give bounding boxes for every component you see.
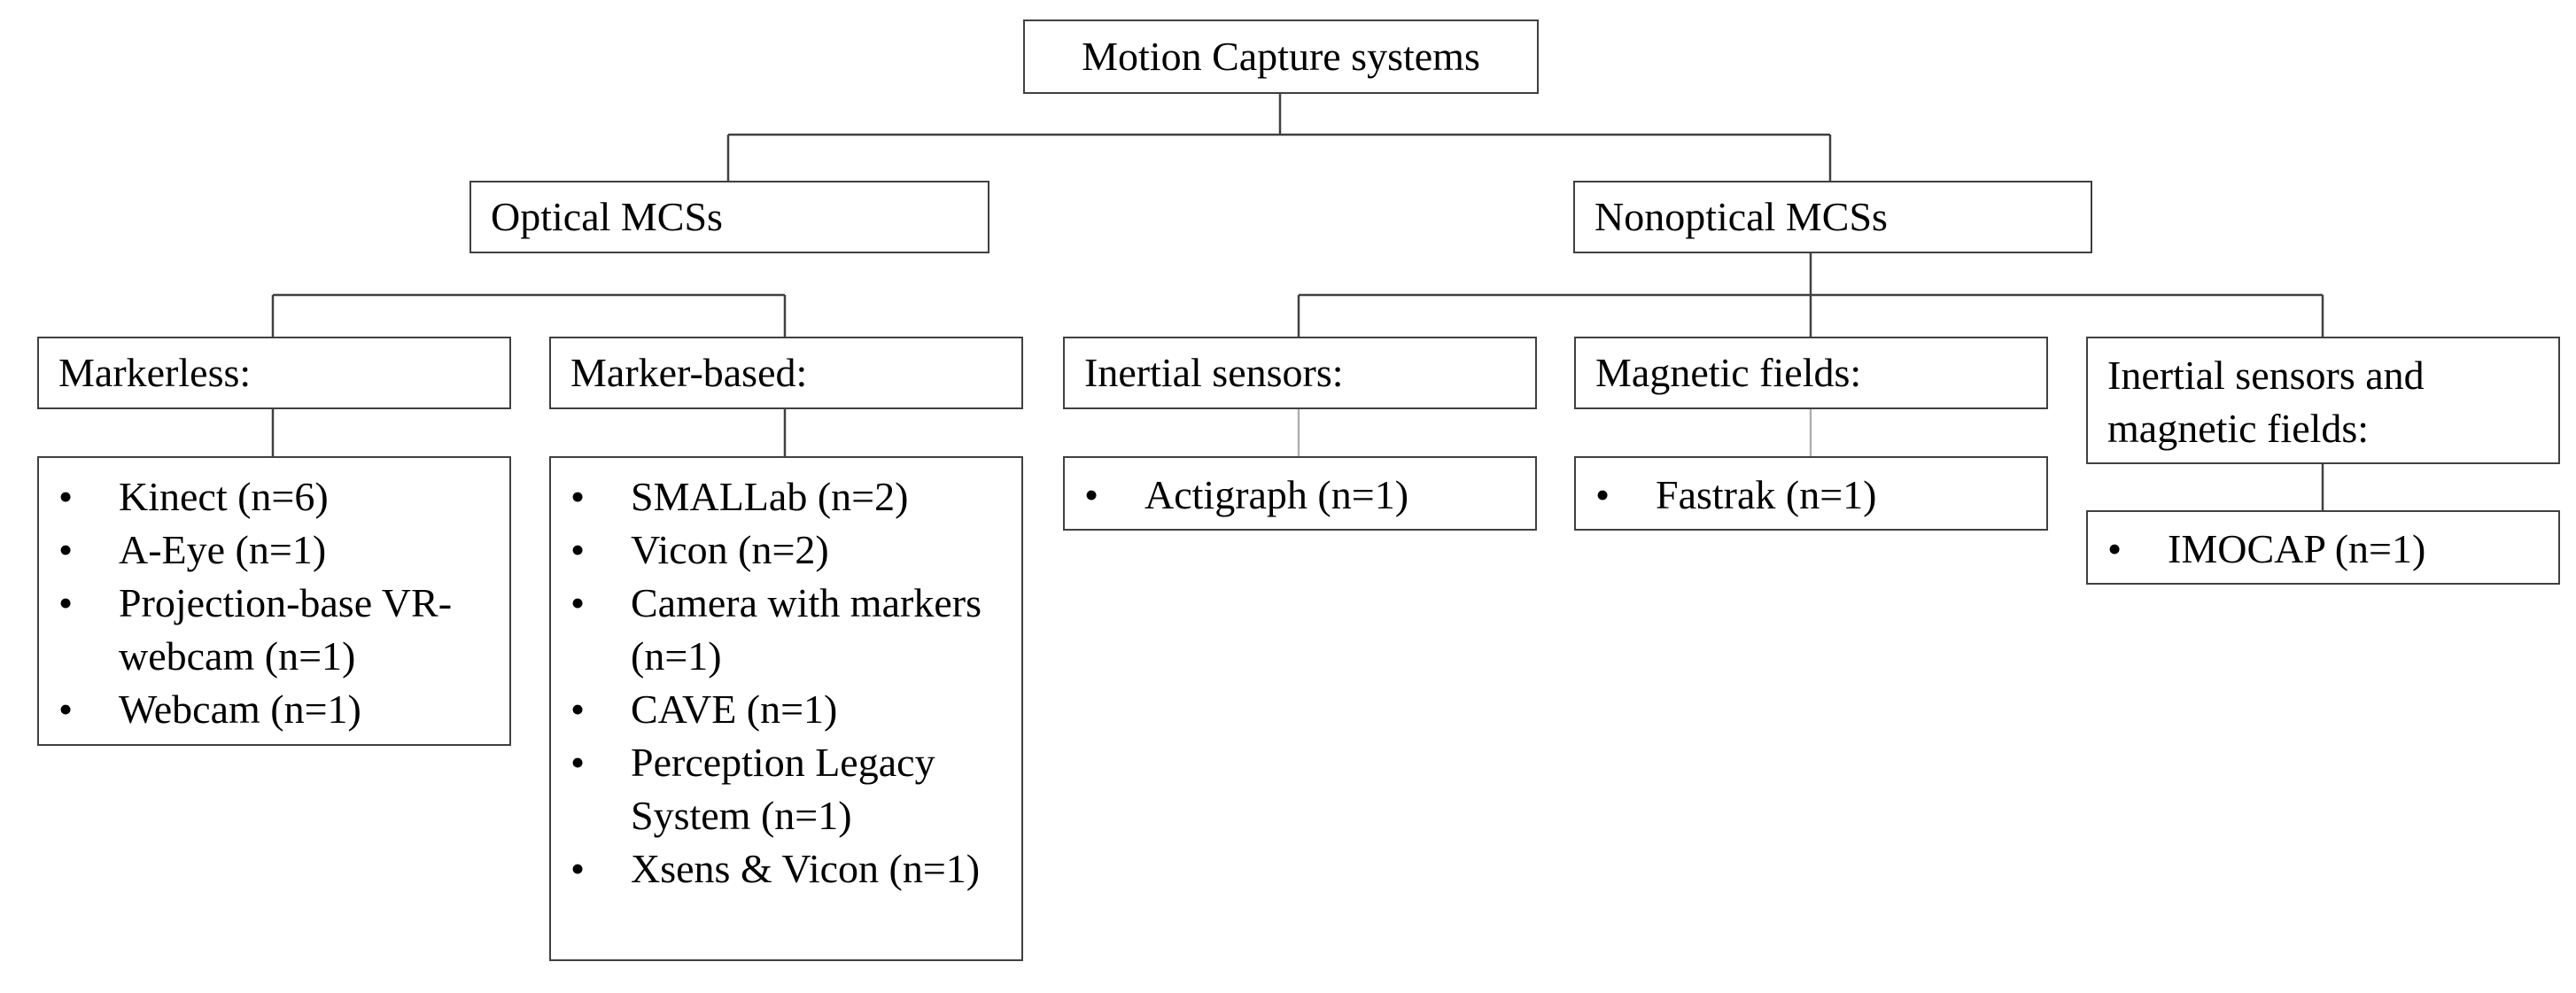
marker-based-label: Marker-based: (570, 350, 808, 395)
optical-label: Optical MCSs (491, 194, 723, 239)
list-item: •Vicon (n=2) (570, 524, 1014, 577)
list-item: •Projection-base VR-webcam (n=1) (58, 577, 502, 683)
magnetic-node: Magnetic fields: (1574, 337, 2048, 409)
list-item: •Xsens & Vicon (n=1) (570, 842, 1014, 896)
inertial-label: Inertial sensors: (1084, 350, 1344, 395)
bullet-icon: • (58, 687, 74, 732)
optical-node: Optical MCSs (469, 181, 989, 253)
bullet-icon: • (570, 474, 586, 519)
list-item: •Perception Legacy System (n=1) (570, 736, 1014, 842)
root-node: Motion Capture systems (1023, 19, 1539, 94)
list-item: •Camera with markers (n=1) (570, 577, 1014, 683)
markerless-list: •Kinect (n=6) •A-Eye (n=1) •Projection-b… (37, 456, 511, 746)
bullet-icon: • (570, 740, 586, 785)
list-item: •Fastrak (n=1) (1595, 469, 2039, 522)
inertial-magnetic-node: Inertial sensors and magnetic fields: (2086, 337, 2560, 464)
bullet-icon: • (570, 846, 586, 891)
list-item: •Kinect (n=6) (58, 470, 502, 524)
list-item: •CAVE (n=1) (570, 683, 1014, 736)
magnetic-label: Magnetic fields: (1595, 350, 1862, 395)
bullet-icon: • (1595, 472, 1610, 517)
markerless-label: Markerless: (58, 350, 252, 395)
list-item: •A-Eye (n=1) (58, 524, 502, 577)
inertial-magnetic-label: Inertial sensors and magnetic fields: (2107, 353, 2425, 451)
markerless-node: Markerless: (37, 337, 511, 409)
list-item: •Actigraph (n=1) (1084, 469, 1528, 522)
nonoptical-node: Nonoptical MCSs (1573, 181, 2092, 253)
bullet-icon: • (58, 580, 74, 625)
bullet-icon: • (1084, 472, 1099, 517)
list-item: •SMALLab (n=2) (570, 470, 1014, 524)
bullet-icon: • (570, 527, 586, 572)
bullet-icon: • (570, 687, 586, 732)
magnetic-list: •Fastrak (n=1) (1574, 456, 2048, 531)
nonoptical-label: Nonoptical MCSs (1594, 194, 1888, 239)
bullet-icon: • (2107, 526, 2122, 571)
list-item: •IMOCAP (n=1) (2107, 523, 2551, 576)
root-label: Motion Capture systems (1082, 34, 1480, 79)
bullet-icon: • (570, 580, 586, 625)
bullet-icon: • (58, 527, 74, 572)
bullet-icon: • (58, 474, 74, 519)
marker-based-list: •SMALLab (n=2) •Vicon (n=2) •Camera with… (549, 456, 1023, 961)
inertial-magnetic-list: •IMOCAP (n=1) (2086, 510, 2560, 585)
list-item: •Webcam (n=1) (58, 683, 502, 736)
marker-based-node: Marker-based: (549, 337, 1023, 409)
inertial-node: Inertial sensors: (1063, 337, 1537, 409)
inertial-list: •Actigraph (n=1) (1063, 456, 1537, 531)
